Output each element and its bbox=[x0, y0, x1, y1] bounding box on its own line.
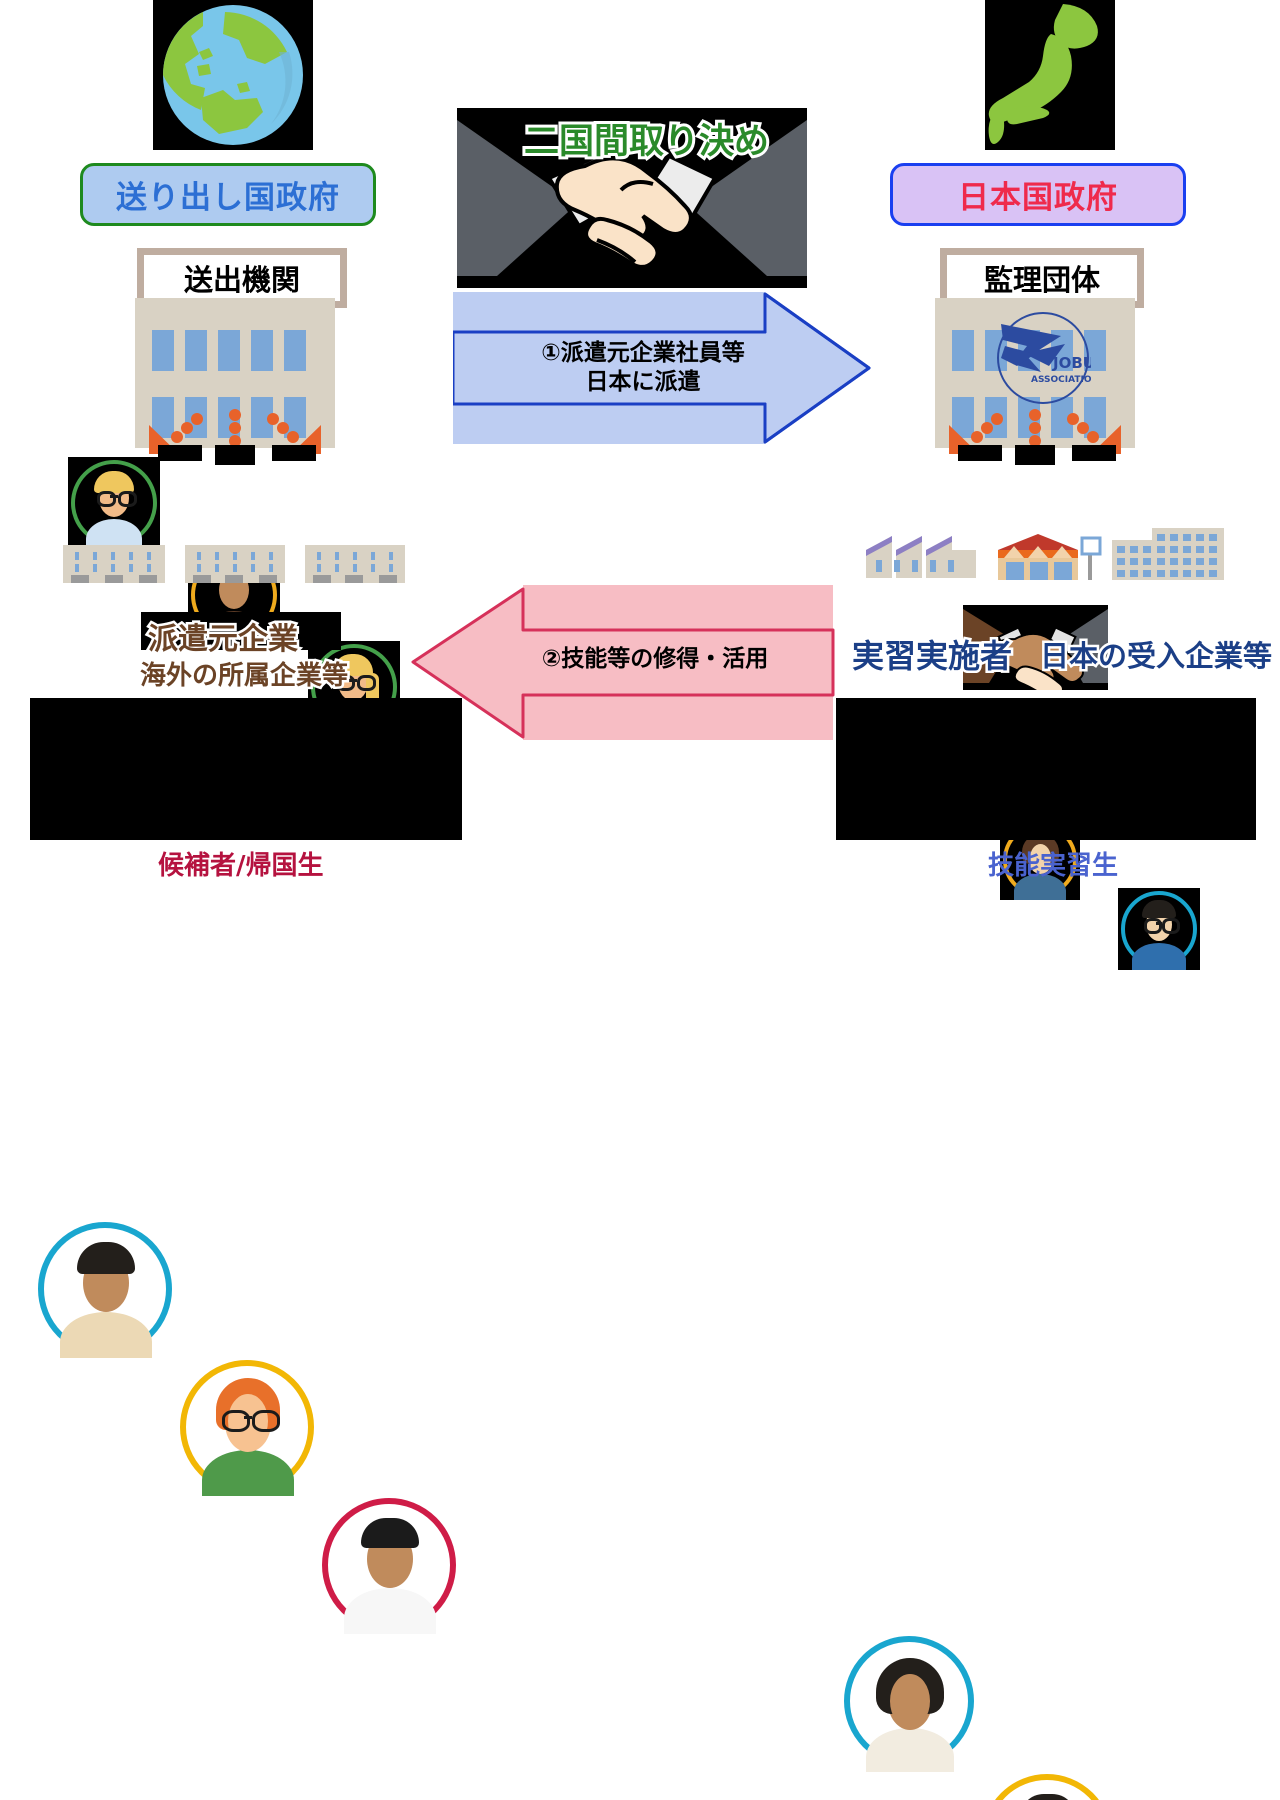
candidate-caption: 候補者/帰国生 bbox=[158, 851, 324, 881]
flow-1-arrow bbox=[453, 292, 871, 444]
supervising-building-door-left bbox=[958, 445, 1002, 461]
scene-factory bbox=[866, 530, 976, 578]
japan-government-text: 日本国政府 bbox=[958, 180, 1118, 216]
jobu-logo-name: JOBU bbox=[1052, 354, 1091, 372]
japan-government-label: 日本国政府 bbox=[890, 163, 1186, 226]
scene-office-building bbox=[1112, 528, 1224, 580]
sending-organization-text: 送出機関 bbox=[183, 263, 300, 297]
implementing-org-label-main: 実習実施者 bbox=[849, 635, 1014, 678]
dispatch-company-label-sub: 海外の所属企業等 bbox=[137, 659, 350, 694]
dispatch-company-label-main: 派遣元企業 bbox=[146, 620, 301, 660]
handshake-small-icon bbox=[963, 605, 1108, 690]
supervising-building-door-mid bbox=[1015, 445, 1055, 465]
flow-2-line-1: ②技能等の修得・活用 bbox=[541, 646, 769, 672]
trainee-man-orange bbox=[980, 1772, 1116, 1800]
japan-map-icon bbox=[985, 0, 1115, 150]
dispatch-company-label-bg bbox=[141, 612, 341, 650]
sending-country-government-text: 送り出し国政府 bbox=[116, 180, 340, 216]
flow-1-line-1: ①派遣元企業社員等 bbox=[541, 340, 745, 366]
worker-man-glasses bbox=[1118, 888, 1200, 970]
trainee-woman-white-shirt bbox=[842, 1634, 978, 1772]
scene-building-left-3 bbox=[305, 545, 405, 583]
candidate-woman-red-hair bbox=[178, 1358, 318, 1496]
sending-country-government-label: 送り出し国政府 bbox=[80, 163, 376, 226]
trainee-avatars-group bbox=[836, 698, 1256, 840]
jobu-logo-subtitle: ASSOCIATION bbox=[1031, 375, 1091, 385]
candidate-man-cream bbox=[36, 1220, 176, 1358]
diagram-canvas: 送り出し国政府 日本国政府 送出機関 監理団体 bbox=[30, 0, 1275, 1800]
globe-icon bbox=[153, 0, 313, 150]
scene-building-left-1 bbox=[63, 545, 165, 583]
bilateral-agreement-title: 二国間取り決め bbox=[521, 119, 772, 165]
flow-1-label: ①派遣元企業社員等 日本に派遣 bbox=[513, 339, 773, 397]
sending-building-door-mid bbox=[215, 445, 255, 465]
person-blond-glasses bbox=[68, 457, 160, 549]
sending-building-door-right bbox=[272, 445, 316, 461]
jobu-association-logo: JOBU ASSOCIATION bbox=[995, 310, 1091, 406]
scene-shop bbox=[992, 528, 1108, 580]
flow-1-line-2: 日本に派遣 bbox=[585, 368, 701, 395]
bilateral-agreement-banner bbox=[457, 108, 807, 288]
sending-building-door-left bbox=[158, 445, 202, 461]
candidate-man-white bbox=[320, 1496, 460, 1634]
implementing-org-label-sub: 日本の受入企業等 bbox=[1037, 637, 1274, 676]
supervising-organization-text: 監理団体 bbox=[983, 263, 1100, 297]
flow-2-arrow bbox=[410, 585, 835, 740]
trainee-caption: 技能実習生 bbox=[988, 851, 1119, 881]
scene-building-left-2 bbox=[185, 545, 285, 583]
supervising-building-door-right bbox=[1072, 445, 1116, 461]
flow-2-label: ②技能等の修得・活用 bbox=[520, 645, 790, 674]
candidate-avatars-group bbox=[30, 698, 462, 840]
